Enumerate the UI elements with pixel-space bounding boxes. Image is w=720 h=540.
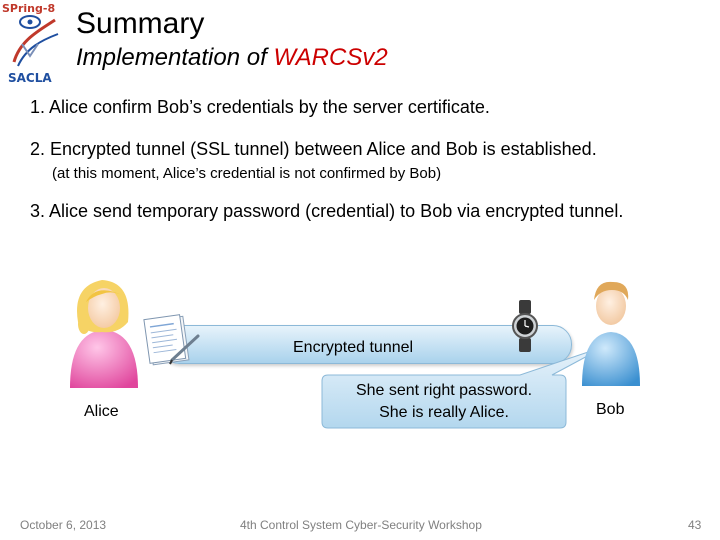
footer-event: 4th Control System Cyber-Security Worksh… (240, 518, 482, 532)
callout-text: She sent right password. She is really A… (322, 380, 566, 424)
subtitle-prefix: Implementation of (76, 44, 274, 71)
alice-label: Alice (84, 403, 119, 420)
bob-label: Bob (596, 401, 625, 418)
alice-avatar-icon (70, 280, 138, 388)
bob-avatar-icon (582, 281, 640, 386)
point-2: 2. Encrypted tunnel (SSL tunnel) between… (30, 139, 597, 159)
callout-line-1: She sent right password. (355, 382, 533, 399)
point-1: 1. Alice confirm Bob’s credentials by th… (30, 97, 490, 117)
document-icon (143, 314, 200, 366)
watch-icon (512, 300, 538, 352)
spring8-sacla-logo: SPring-8 SACLA (2, 2, 59, 85)
footer-date: October 6, 2013 (20, 518, 107, 532)
slide-subtitle: Implementation of WARCSv2 (76, 43, 388, 73)
tunnel-label: Encrypted tunnel (293, 339, 414, 356)
logo-top-text: SPring-8 (2, 2, 55, 15)
encrypted-tunnel-bar (160, 325, 572, 364)
callout-line-2: She is really Alice. (379, 404, 509, 421)
point-2-note: (at this moment, Alice’s credential is n… (52, 165, 442, 182)
subtitle-highlight: WARCSv2 (273, 44, 388, 71)
slide-title: Summary (76, 7, 205, 40)
footer-page-number: 43 (688, 518, 702, 532)
logo-bottom-text: SACLA (8, 71, 52, 85)
point-3: 3. Alice send temporary password (creden… (30, 201, 624, 221)
